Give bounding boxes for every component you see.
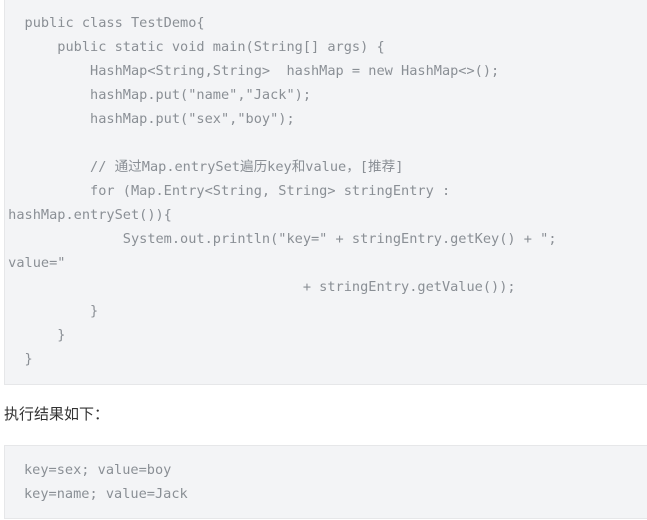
code-line: value=" <box>0 255 66 271</box>
code-line: System.out.println("key=" + stringEntry.… <box>0 231 557 247</box>
code-line: + stringEntry.getValue()); <box>0 279 516 295</box>
code-line: public class TestDemo{ <box>0 15 205 31</box>
result-label: 执行结果如下： <box>4 405 110 423</box>
output-line: key=sex; value=boy <box>24 462 172 478</box>
code-text: public class TestDemo{ public static voi… <box>0 11 557 371</box>
output-text: key=sex; value=boy key=name; value=Jack <box>24 458 188 506</box>
code-line: } <box>0 327 66 343</box>
code-block-output: key=sex; value=boy key=name; value=Jack <box>4 445 647 519</box>
code-line: hashMap.put("sex","boy"); <box>0 111 295 127</box>
code-line: public static void main(String[] args) { <box>0 39 385 55</box>
output-line: key=name; value=Jack <box>24 486 188 502</box>
code-line: } <box>0 351 33 367</box>
code-block-java-source: public class TestDemo{ public static voi… <box>4 0 647 385</box>
code-line: hashMap.entrySet()){ <box>0 207 172 223</box>
code-line <box>0 131 557 155</box>
code-comment-line: // 通过Map.entrySet遍历key和value，[推荐] <box>0 159 404 175</box>
code-line: } <box>0 303 99 319</box>
code-line: for (Map.Entry<String, String> stringEnt… <box>0 183 451 199</box>
code-line: hashMap.put("name","Jack"); <box>0 87 311 103</box>
code-line: HashMap<String,String> hashMap = new Has… <box>0 63 500 79</box>
